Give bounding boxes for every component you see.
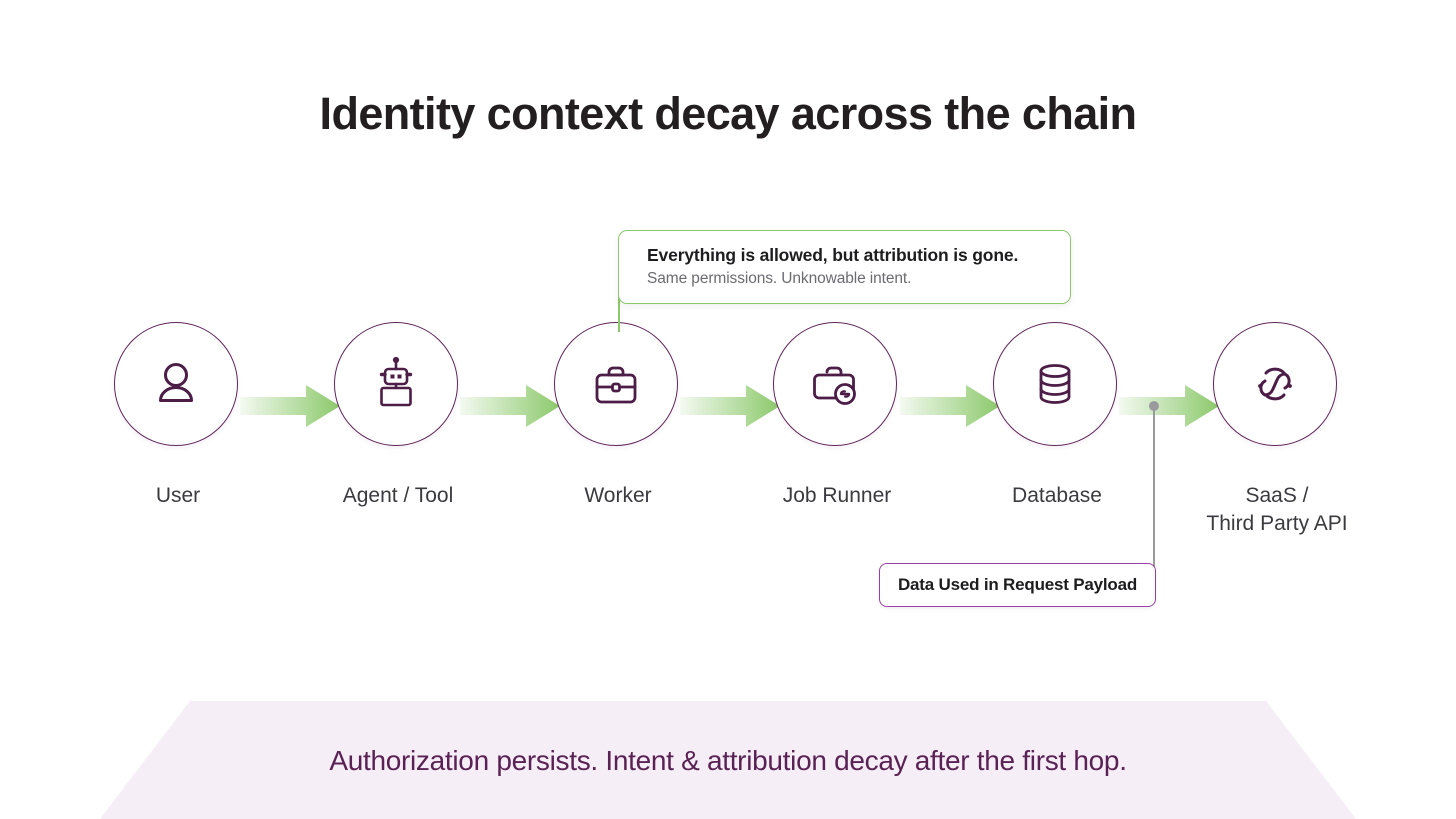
arrow-database-saas [1119,385,1219,427]
node-circle-user[interactable] [114,322,238,446]
node-circle-saas-api[interactable] [1213,322,1337,446]
chain-node-label-job-runner: Job Runner [782,484,892,507]
callout-title: Everything is allowed, but attribution i… [647,245,1019,265]
payload-annotation-label: Data Used in Request Payload [897,575,1138,594]
arrow-agent-worker [460,385,560,427]
chain-node-worker[interactable]: Worker [554,322,682,510]
payload-annotation-box[interactable]: Data Used in Request Payload [879,563,1156,607]
chain-node-label-agent-tool: Agent / Tool [342,484,454,507]
chain-node-database[interactable]: Database [993,322,1121,510]
api-infinity-icon [1258,367,1292,401]
chain-node-job-runner[interactable]: Job Runner [773,322,901,510]
arrow-worker-jobrunner [680,385,780,427]
chain-node-label-worker: Worker [584,484,652,507]
chain-node-agent-tool[interactable]: Agent / Tool [334,322,462,510]
footer-banner-shape [100,701,1356,819]
database-icon [1039,364,1071,404]
arrow-jobrunner-database [900,385,1000,427]
briefcase-link-icon [813,366,856,405]
chain-node-label-database: Database [1012,484,1102,507]
payload-connector-line [1153,404,1155,586]
callout-attribution-warning[interactable]: Everything is allowed, but attribution i… [618,230,1071,304]
chain-node-user[interactable]: User [114,322,242,510]
callout-connector-line [618,296,620,332]
briefcase-icon [595,366,637,404]
robot-icon [379,356,413,407]
chain-node-label-saas-api: SaaS / Third Party API [1206,484,1348,535]
page-title: Identity context decay across the chain [319,88,1137,139]
node-circle-worker[interactable] [554,322,678,446]
footer-banner-text: Authorization persists. Intent & attribu… [329,745,1127,776]
node-circle-agent-tool[interactable] [334,322,458,446]
footer-banner: Authorization persists. Intent & attribu… [0,701,1456,819]
identity-chain-diagram: User Agent / Tool [0,322,1456,535]
node-circle-database[interactable] [993,322,1117,446]
arrow-user-agent [240,385,340,427]
chain-node-label-user: User [155,484,201,507]
node-circle-job-runner[interactable] [773,322,897,446]
person-icon [159,363,193,402]
callout-subtitle: Same permissions. Unknowable intent. [647,270,912,287]
chain-node-saas-api[interactable]: SaaS / Third Party API [1206,322,1348,538]
